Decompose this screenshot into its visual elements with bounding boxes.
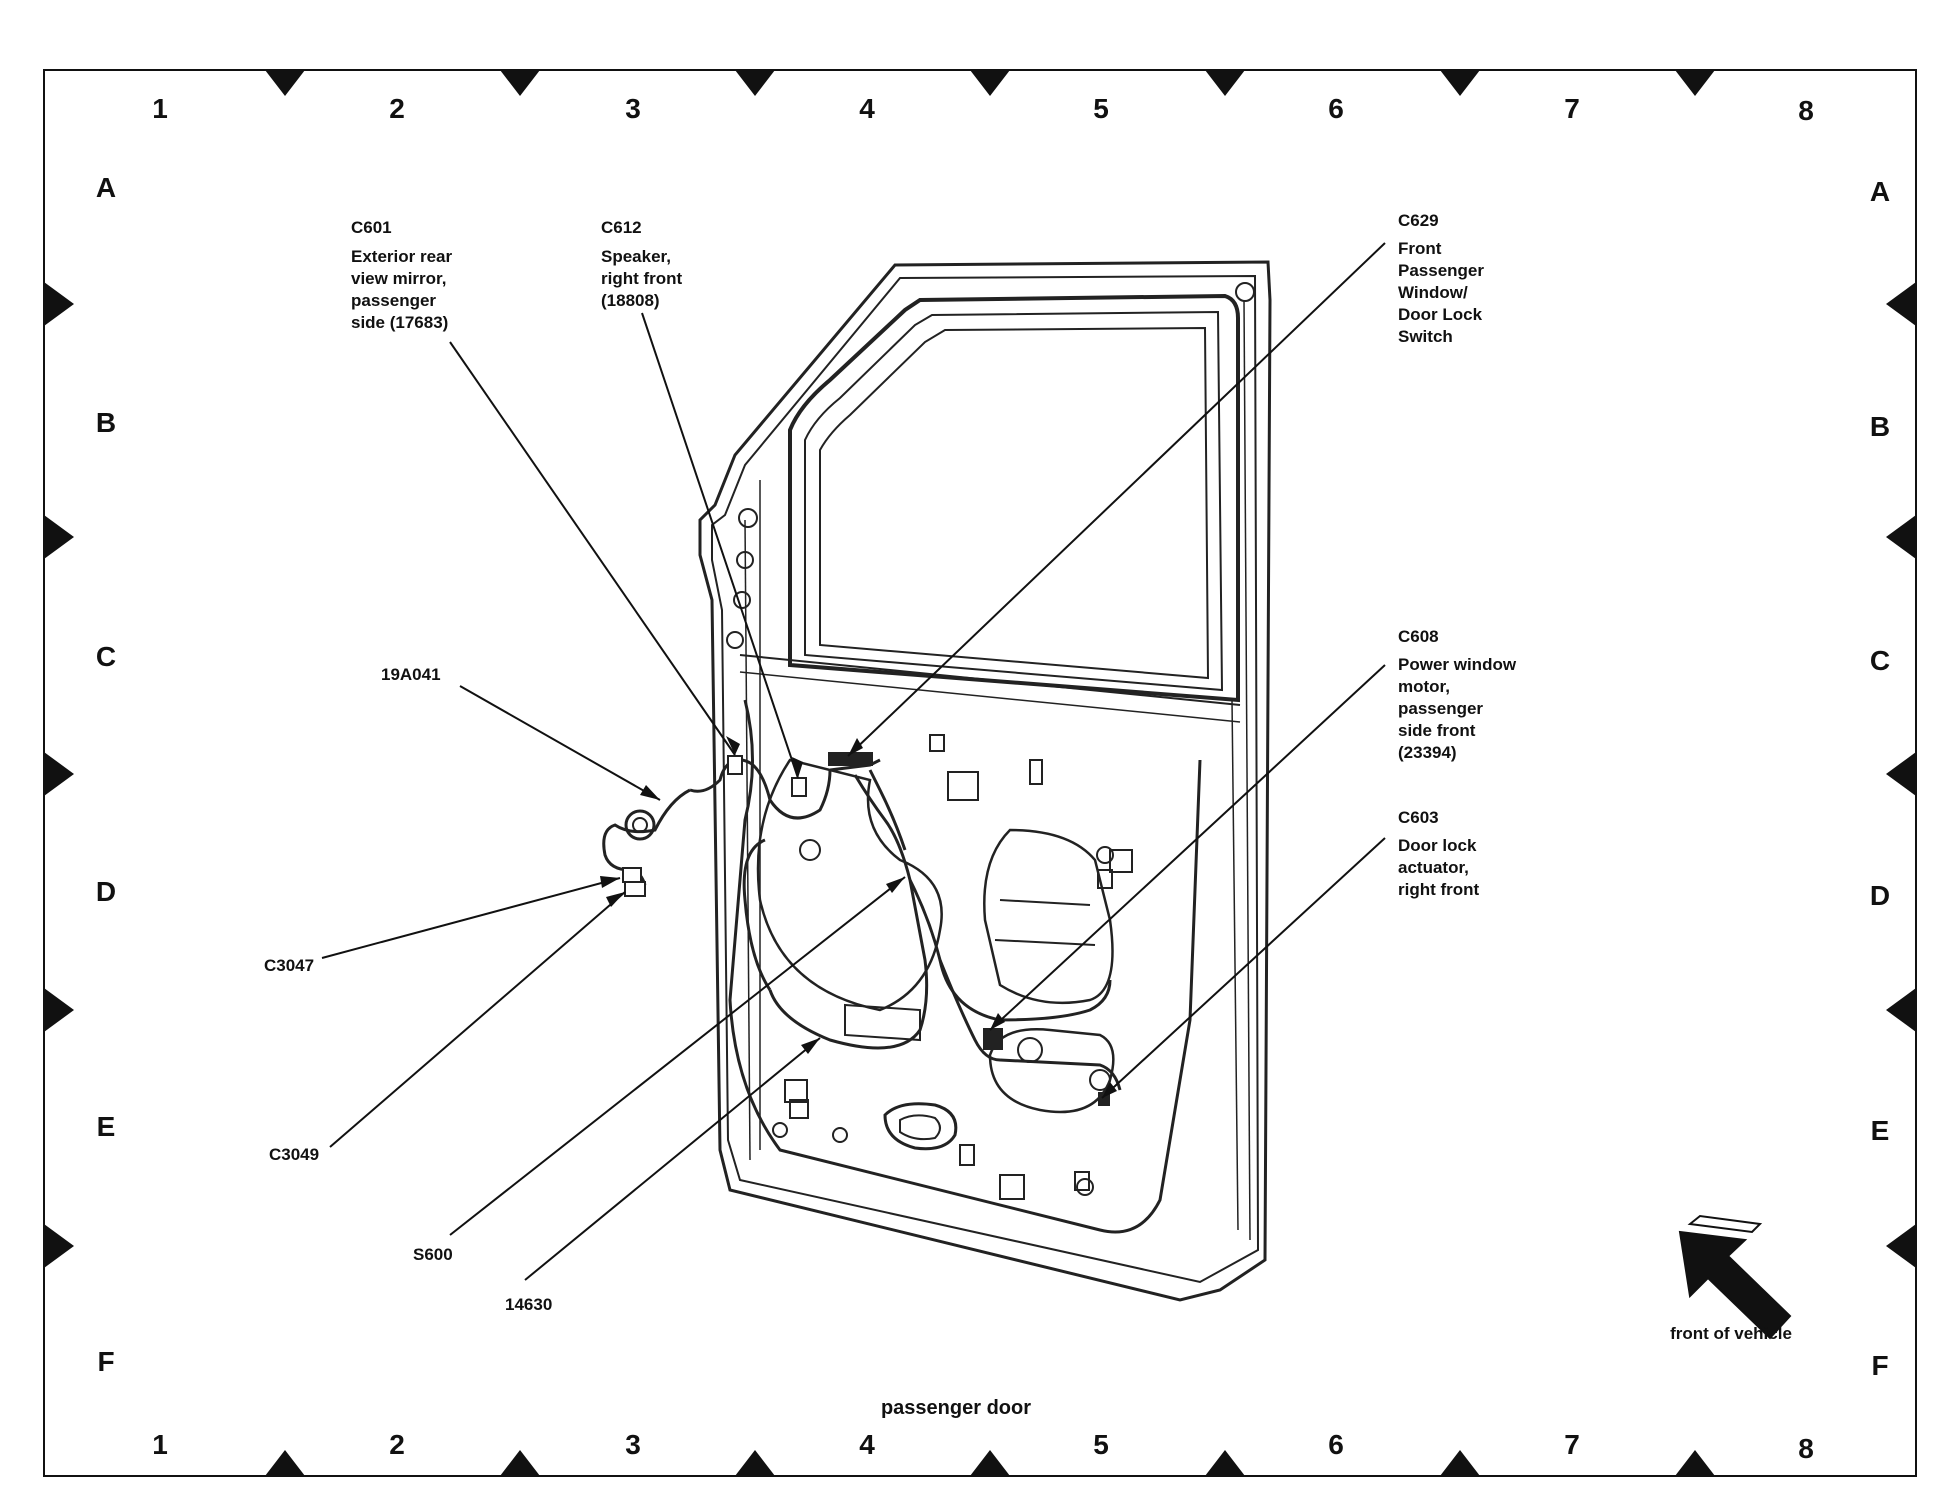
callout-c603-line3: right front xyxy=(1398,880,1480,899)
speaker-bracket xyxy=(947,771,979,801)
connector-c612 xyxy=(791,777,807,797)
callout-c629-line1: Front xyxy=(1398,239,1442,258)
row-label-right-D: D xyxy=(1870,880,1890,911)
callout-c608-line5: (23394) xyxy=(1398,743,1457,762)
row-label-left-C: C xyxy=(96,641,116,672)
callout-c608-line4: side front xyxy=(1398,721,1476,740)
callout-c3047: C3047 xyxy=(264,956,314,975)
leader-c3047 xyxy=(321,877,621,959)
callout-c612-line3: (18808) xyxy=(601,291,660,310)
callout-c612-line1: Speaker, xyxy=(601,247,671,266)
leader-c601 xyxy=(449,341,736,756)
callout-c629-line4: Door Lock xyxy=(1398,305,1483,324)
callout-14630: 14630 xyxy=(505,1295,552,1314)
callout-c629-id: C629 xyxy=(1398,211,1439,230)
diagram-border xyxy=(43,69,1917,1477)
callout-c612: C612 Speaker, right front (18808) xyxy=(601,218,683,310)
leader-14630 xyxy=(524,1037,821,1281)
row-label-left-D: D xyxy=(96,876,116,907)
leader-c603 xyxy=(1101,837,1386,1099)
col-label-top-7: 7 xyxy=(1564,93,1580,124)
col-label-bottom-8: 8 xyxy=(1798,1433,1814,1464)
col-label-bottom-7: 7 xyxy=(1564,1429,1580,1460)
connector-c3049 xyxy=(624,881,646,897)
right-grid-markers xyxy=(1886,282,1916,1268)
connector-c629 xyxy=(828,752,873,766)
col-label-top-6: 6 xyxy=(1328,93,1344,124)
row-label-right-F: F xyxy=(1871,1350,1888,1381)
callout-c608-line3: passenger xyxy=(1398,699,1483,718)
callout-c601-line2: view mirror, xyxy=(351,269,446,288)
callout-c629-line3: Window/ xyxy=(1398,283,1468,302)
col-label-top-3: 3 xyxy=(625,93,641,124)
col-label-top-2: 2 xyxy=(389,93,405,124)
leader-c612 xyxy=(641,312,799,779)
callout-c629-line2: Passenger xyxy=(1398,261,1484,280)
connector-c601 xyxy=(727,755,743,775)
left-grid-markers xyxy=(44,282,74,1268)
passenger-door-illustration xyxy=(602,260,1272,1302)
leader-arrowheads xyxy=(600,736,1117,1098)
callout-c629-line5: Switch xyxy=(1398,327,1453,346)
leader-s600 xyxy=(449,876,906,1236)
callout-c3049: C3049 xyxy=(269,1145,319,1164)
callout-c601-line1: Exterior rear xyxy=(351,247,452,266)
col-label-bottom-1: 1 xyxy=(152,1429,168,1460)
callout-c603-id: C603 xyxy=(1398,808,1439,827)
callout-c601: C601 Exterior rear view mirror, passenge… xyxy=(351,218,452,332)
col-label-bottom-2: 2 xyxy=(389,1429,405,1460)
col-label-bottom-5: 5 xyxy=(1093,1429,1109,1460)
callout-c601-line4: side (17683) xyxy=(351,313,448,332)
row-label-left-E: E xyxy=(97,1111,116,1142)
row-label-left-B: B xyxy=(96,407,116,438)
connector-c608 xyxy=(983,1028,1003,1050)
col-label-top-8: 8 xyxy=(1798,95,1814,126)
col-label-top-5: 5 xyxy=(1093,93,1109,124)
col-label-top-4: 4 xyxy=(859,93,875,124)
callout-c601-line3: passenger xyxy=(351,291,436,310)
col-label-top-1: 1 xyxy=(152,93,168,124)
bottom-grid-markers xyxy=(265,1450,1715,1476)
callout-s600: S600 xyxy=(413,1245,453,1264)
connector-c3047 xyxy=(622,867,642,883)
callout-c608: C608 Power window motor, passenger side … xyxy=(1398,627,1517,762)
leader-19a041 xyxy=(459,685,661,801)
callout-19a041: 19A041 xyxy=(381,665,441,684)
top-grid-markers xyxy=(265,70,1715,96)
callout-c612-id: C612 xyxy=(601,218,642,237)
leader-c629 xyxy=(847,242,1386,757)
callout-c601-id: C601 xyxy=(351,218,392,237)
leader-c608 xyxy=(989,664,1386,1031)
leader-c3049 xyxy=(329,891,626,1148)
callout-c629: C629 Front Passenger Window/ Door Lock S… xyxy=(1398,211,1484,346)
col-label-bottom-4: 4 xyxy=(859,1429,875,1460)
col-label-bottom-6: 6 xyxy=(1328,1429,1344,1460)
callout-c608-line1: Power window xyxy=(1398,655,1517,674)
row-label-right-E: E xyxy=(1871,1115,1890,1146)
col-label-bottom-3: 3 xyxy=(625,1429,641,1460)
orientation-label: front of vehicle xyxy=(1670,1324,1792,1343)
callout-c603: C603 Door lock actuator, right front xyxy=(1398,808,1480,899)
row-label-right-B: B xyxy=(1870,411,1890,442)
diagram-caption: passenger door xyxy=(881,1397,1031,1419)
callout-c603-line2: actuator, xyxy=(1398,858,1469,877)
callout-c612-line2: right front xyxy=(601,269,683,288)
row-label-right-C: C xyxy=(1870,645,1890,676)
callout-c608-line2: motor, xyxy=(1398,677,1450,696)
row-label-left-F: F xyxy=(97,1346,114,1377)
row-label-right-A: A xyxy=(1870,176,1890,207)
callout-c603-line1: Door lock xyxy=(1398,836,1477,855)
callout-c608-id: C608 xyxy=(1398,627,1439,646)
arrow-up-left-icon xyxy=(1678,1214,1792,1340)
row-label-left-A: A xyxy=(96,172,116,203)
